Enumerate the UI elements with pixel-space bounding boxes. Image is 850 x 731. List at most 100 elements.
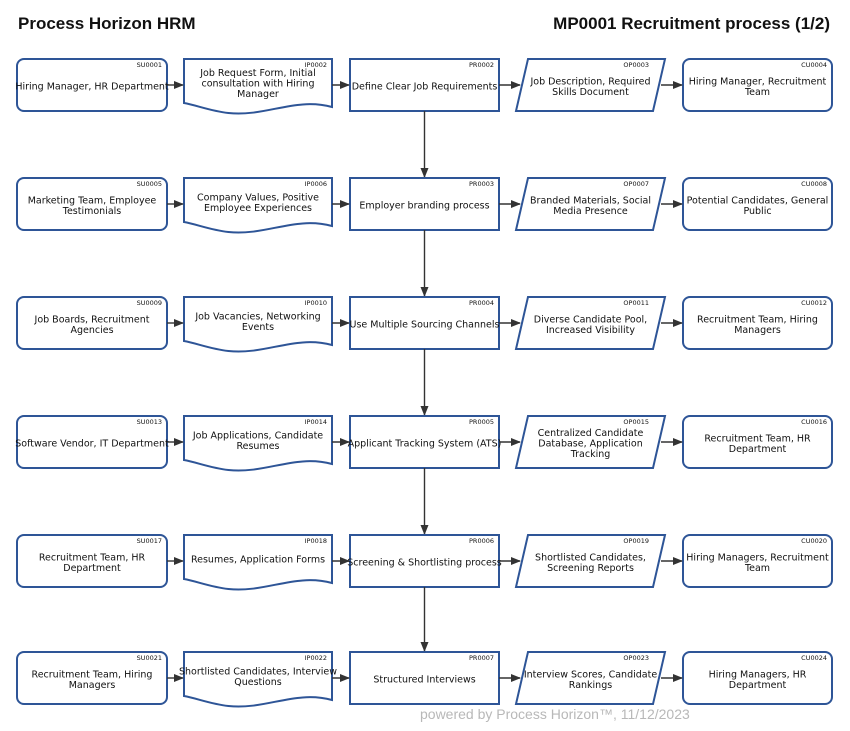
output-label-2-line-2: Media Presence bbox=[553, 206, 628, 217]
output-code-4: OP0015 bbox=[623, 418, 649, 426]
supplier-code-1: SU0001 bbox=[137, 61, 162, 69]
output-label-4-line-3: Tracking bbox=[570, 449, 611, 460]
output-code-3: OP0011 bbox=[623, 299, 649, 307]
input-label-4-line-2: Resumes bbox=[236, 441, 279, 452]
output-label-4-line-1: Centralized Candidate bbox=[538, 428, 644, 439]
input-label-4-line-1: Job Applications, Candidate bbox=[192, 430, 323, 441]
customer-label-5-line-1: Hiring Managers, Recruitment bbox=[686, 552, 829, 563]
process-code-3: PR0004 bbox=[469, 299, 494, 307]
input-label-5-line-1: Resumes, Application Forms bbox=[191, 555, 325, 566]
output-label-1-line-2: Skills Document bbox=[552, 87, 629, 98]
supplier-code-5: SU0017 bbox=[137, 537, 162, 545]
supplier-code-6: SU0021 bbox=[137, 654, 162, 662]
output-label-5-line-1: Shortlisted Candidates, bbox=[535, 552, 646, 563]
footer-credit: powered by Process Horizon™, 11/12/2023 bbox=[420, 706, 690, 722]
input-code-5: IP0018 bbox=[305, 537, 327, 545]
supplier-label-6-line-2: Managers bbox=[69, 680, 116, 691]
output-label-4-line-2: Database, Application bbox=[538, 439, 642, 450]
customer-label-6-line-2: Department bbox=[729, 680, 787, 691]
customer-label-1-line-2: Team bbox=[744, 87, 770, 98]
input-label-6-line-2: Questions bbox=[234, 677, 281, 688]
customer-code-6: CU0024 bbox=[801, 654, 827, 662]
customer-code-3: CU0012 bbox=[801, 299, 827, 307]
output-label-5-line-2: Screening Reports bbox=[547, 563, 634, 574]
supplier-label-2-line-1: Marketing Team, Employee bbox=[28, 195, 157, 206]
input-code-3: IP0010 bbox=[305, 299, 327, 307]
supplier-code-4: SU0013 bbox=[137, 418, 162, 426]
input-code-6: IP0022 bbox=[305, 654, 327, 662]
customer-label-3-line-2: Managers bbox=[734, 325, 781, 336]
input-label-1-line-2: consultation with Hiring bbox=[202, 79, 315, 90]
header-left-title: Process Horizon HRM bbox=[18, 14, 196, 33]
input-code-2: IP0006 bbox=[305, 180, 327, 188]
customer-code-4: CU0016 bbox=[801, 418, 827, 426]
supplier-label-5-line-2: Department bbox=[63, 563, 121, 574]
supplier-code-2: SU0005 bbox=[137, 180, 162, 188]
supplier-label-1-line-1: Hiring Manager, HR Department bbox=[15, 82, 169, 93]
output-label-6-line-1: Interview Scores, Candidate bbox=[524, 669, 658, 680]
input-label-2-line-2: Employee Experiences bbox=[204, 203, 312, 214]
output-label-1-line-1: Job Description, Required bbox=[529, 76, 650, 87]
output-code-5: OP0019 bbox=[623, 537, 649, 545]
customer-code-5: CU0020 bbox=[801, 537, 827, 545]
process-label-6-line-1: Structured Interviews bbox=[373, 675, 475, 686]
input-code-4: IP0014 bbox=[305, 418, 327, 426]
output-label-2-line-1: Branded Materials, Social bbox=[530, 195, 651, 206]
process-label-2-line-1: Employer branding process bbox=[359, 201, 489, 212]
output-code-1: OP0003 bbox=[623, 61, 649, 69]
customer-label-4-line-2: Department bbox=[729, 444, 787, 455]
output-label-6-line-2: Rankings bbox=[569, 680, 612, 691]
input-label-6-line-1: Shortlisted Candidates, Interview bbox=[179, 666, 337, 677]
supplier-label-4-line-1: Software Vendor, IT Department bbox=[15, 439, 169, 450]
output-code-6: OP0023 bbox=[623, 654, 649, 662]
supplier-label-3-line-2: Agencies bbox=[70, 325, 113, 336]
supplier-label-6-line-1: Recruitment Team, Hiring bbox=[32, 669, 153, 680]
customer-label-5-line-2: Team bbox=[744, 563, 770, 574]
customer-code-1: CU0004 bbox=[801, 61, 827, 69]
customer-label-3-line-1: Recruitment Team, Hiring bbox=[697, 314, 818, 325]
process-code-6: PR0007 bbox=[469, 654, 494, 662]
input-label-2-line-1: Company Values, Positive bbox=[197, 192, 319, 203]
process-label-3-line-1: Use Multiple Sourcing Channels bbox=[350, 320, 500, 331]
customer-label-2-line-2: Public bbox=[743, 206, 771, 217]
customer-label-1-line-1: Hiring Manager, Recruitment bbox=[689, 76, 827, 87]
input-label-3-line-2: Events bbox=[242, 322, 274, 333]
supplier-label-3-line-1: Job Boards, Recruitment bbox=[34, 314, 150, 325]
customer-label-4-line-1: Recruitment Team, HR bbox=[704, 433, 811, 444]
process-label-5-line-1: Screening & Shortlisting process bbox=[347, 558, 502, 569]
output-label-3-line-2: Increased Visibility bbox=[546, 325, 635, 336]
input-label-1-line-3: Manager bbox=[237, 89, 279, 100]
process-code-5: PR0006 bbox=[469, 537, 494, 545]
process-code-1: PR0002 bbox=[469, 61, 494, 69]
supplier-label-2-line-2: Testimonials bbox=[62, 206, 122, 217]
customer-label-6-line-1: Hiring Managers, HR bbox=[709, 669, 807, 680]
input-label-3-line-1: Job Vacancies, Networking bbox=[194, 311, 320, 322]
supplier-label-5-line-1: Recruitment Team, HR bbox=[39, 552, 146, 563]
